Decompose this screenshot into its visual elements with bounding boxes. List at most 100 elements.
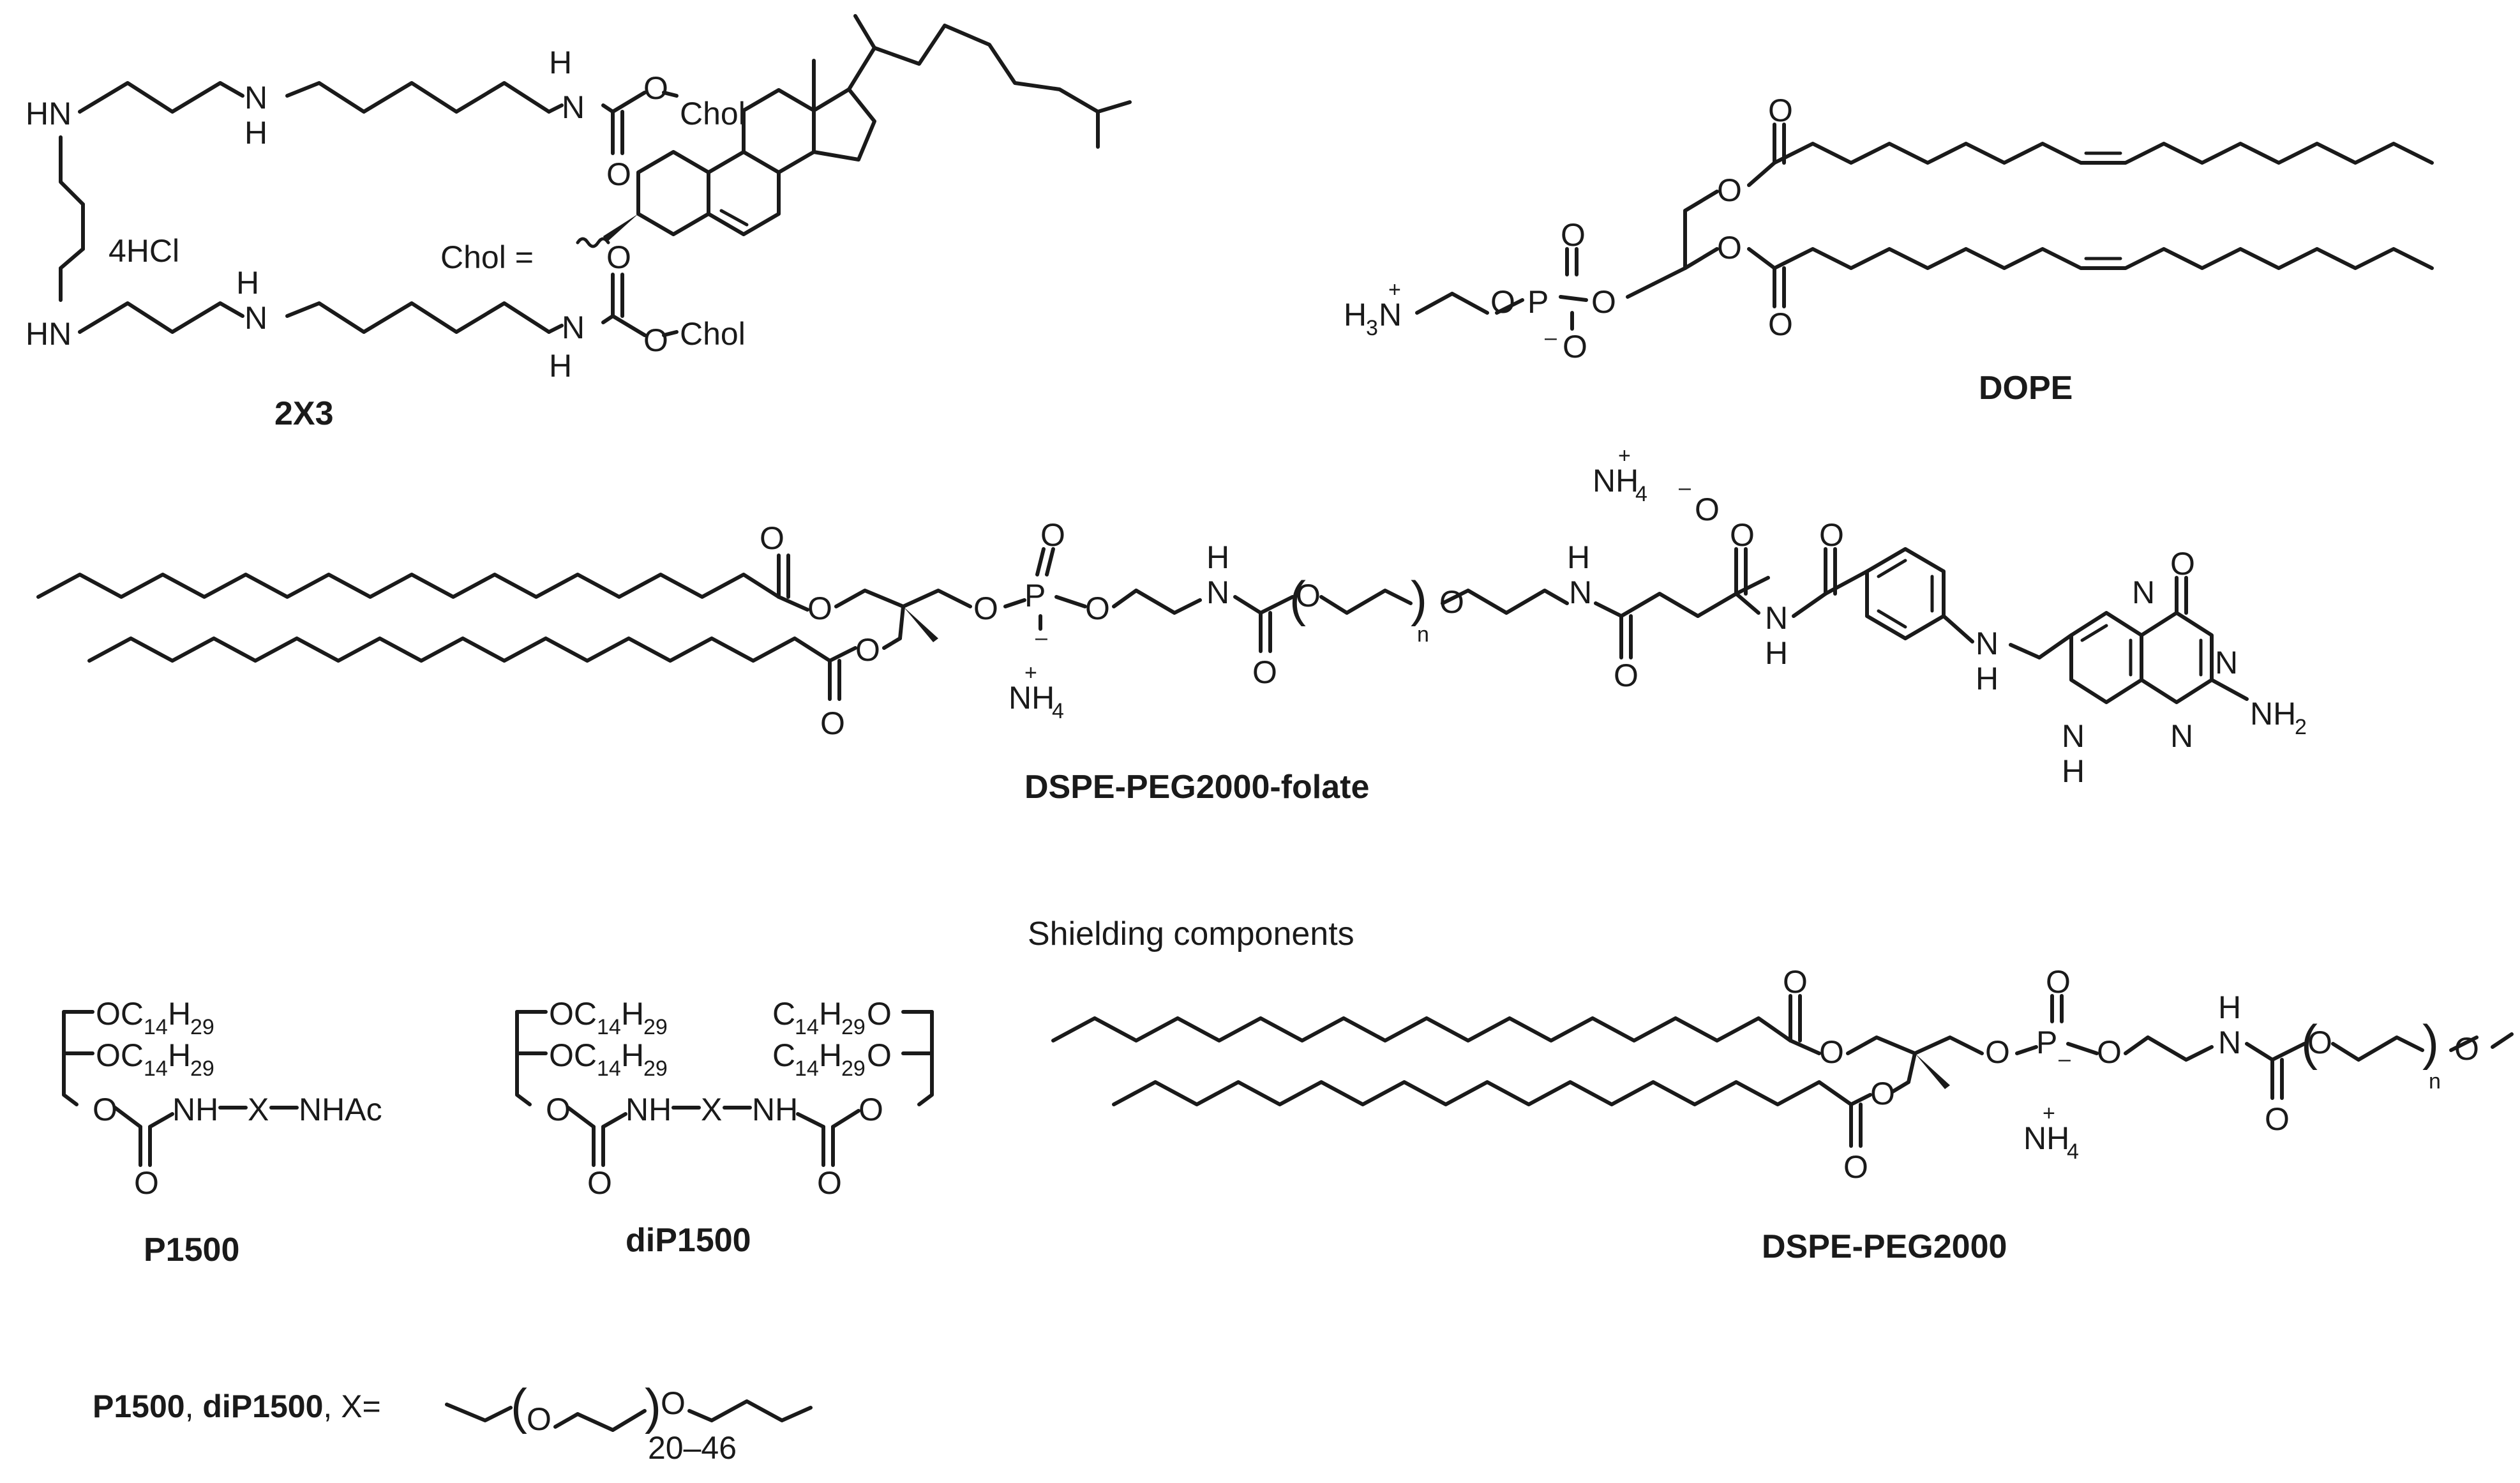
peg-p: P [2036, 1025, 2057, 1060]
x-def-p1500: P1500 [93, 1389, 185, 1424]
dip1500-c-3: C [772, 996, 795, 1032]
dip1500-h-2: H [621, 1037, 644, 1073]
folate-o-3: O [973, 591, 998, 626]
folate-acid-minus: – [1679, 476, 1691, 500]
label-dspe-peg2000-folate: DSPE-PEG2000-folate [1024, 769, 1369, 806]
dope-o-ester-2: O [1717, 230, 1742, 266]
2x3-n-carbamate-bottom: N [562, 310, 585, 345]
2x3-n-bottom: N [244, 300, 267, 336]
label-dope: DOPE [1979, 370, 2073, 407]
peg-n-index: n [2429, 1069, 2441, 1094]
folate-o-carbonyl-2: O [820, 705, 845, 741]
folate-n-carbamate: N [1206, 575, 1229, 610]
x-def-paren-open: ( [511, 1378, 527, 1434]
peg-o-carbonyl-1: O [1783, 964, 1808, 1000]
peg-o-3: O [1985, 1034, 2010, 1070]
folate-o-acid-minus: O [1695, 492, 1720, 527]
folate-n-pteridine-3: N [2170, 718, 2193, 754]
2x3-salt: 4HCl [109, 233, 179, 269]
folate-o-pteridine: O [2170, 546, 2195, 582]
2x3-h-bottom: H [236, 265, 259, 301]
2x3-chol-top: Chol [680, 96, 746, 132]
peg-o-ester-1: O [1819, 1034, 1844, 1070]
dope-p: P [1527, 284, 1549, 320]
folate-p: P [1024, 578, 1046, 614]
2x3-h-carbamate-bottom: H [549, 348, 572, 384]
dip1500-oc-1: OC [549, 996, 597, 1032]
p1500-h-2: H [168, 1037, 191, 1073]
compound-dip1500: OC 14 H 29 OC 14 H 29 C 14 H 29 O C 14 H… [515, 996, 934, 1259]
compound-dope: H 3 N + O P O O – O O O O O DOPE [1344, 93, 2434, 407]
dope-o-2: O [1591, 284, 1616, 320]
dope-o-carbonyl-2: O [1768, 306, 1793, 342]
2x3-n-carbamate-top: N [562, 89, 585, 125]
folate-n-amide-1: N [1569, 575, 1592, 610]
compound-cholesterol: Chol = [440, 14, 1132, 275]
dope-minus: – [1545, 326, 1557, 350]
label-p1500: P1500 [144, 1231, 239, 1268]
x-def-o-2: O [661, 1385, 686, 1421]
dip1500-c14-1: 14 [597, 1015, 621, 1039]
peg-o-ester-2: O [1870, 1076, 1895, 1111]
folate-nh4-1-sub: 4 [1052, 699, 1064, 723]
p1500-c14-1: 14 [144, 1015, 168, 1039]
p1500-c14-2: 14 [144, 1057, 168, 1081]
2x3-o-ester-top: O [643, 70, 668, 106]
p1500-o-carbamate: O [93, 1092, 117, 1127]
dip1500-o-carbamate-2: O [859, 1092, 883, 1127]
folate-nh4-2-sub: 4 [1635, 482, 1647, 506]
folate-nh4-1: NH [1009, 680, 1054, 716]
2x3-o-ester-bottom: O [643, 322, 668, 358]
p1500-h29-2: 29 [190, 1057, 214, 1081]
folate-p-o-double: O [1040, 517, 1065, 553]
dope-p-o-minus: O [1563, 329, 1587, 365]
dip1500-nh-1: NH [626, 1092, 671, 1127]
x-def-repeat-range: 20–46 [648, 1430, 737, 1466]
compound-2x3: HN N H H N O O Chol 4HCl HN H N N H O O … [26, 45, 746, 432]
peg-nh4: NH [2023, 1120, 2069, 1156]
dope-o-1: O [1490, 284, 1515, 320]
folate-o-amide-1: O [1614, 658, 1639, 693]
dope-h3n: H [1344, 297, 1367, 333]
2x3-o-carbonyl-top: O [606, 156, 631, 192]
folate-nh-pteridine: N [2062, 718, 2085, 754]
peg-p-minus: – [2059, 1047, 2071, 1071]
p1500-nh: NH [172, 1092, 218, 1127]
dip1500-h29-3: 29 [841, 1015, 866, 1039]
folate-nh2-sub: 2 [2295, 715, 2307, 739]
folate-o-amide-2: O [1819, 517, 1844, 553]
dip1500-c14-3: 14 [795, 1015, 819, 1039]
x-def-sep: , [185, 1389, 203, 1424]
x-def-suffix: , X= [323, 1389, 380, 1424]
label-2x3: 2X3 [274, 395, 334, 432]
p1500-oc-1: OC [96, 996, 144, 1032]
p1500-oc-2: OC [96, 1037, 144, 1073]
dip1500-o-carbamate-1: O [546, 1092, 571, 1127]
2x3-n-top: N [244, 80, 267, 116]
peg-p-o-double: O [2046, 964, 2071, 1000]
dip1500-o-3: O [867, 996, 892, 1032]
folate-nh4-2-plus: + [1618, 444, 1631, 468]
peg-n-carbamate: N [2218, 1025, 2241, 1060]
dip1500-c-4: C [772, 1037, 795, 1073]
shielding-components-heading: Shielding components [1028, 915, 1354, 952]
peg-o-carbamate: O [2265, 1101, 2290, 1137]
folate-nh4-1-plus: + [1024, 661, 1037, 685]
dip1500-h-3: H [819, 996, 842, 1032]
x-def-paren-close: ) [645, 1378, 661, 1434]
p1500-h29-1: 29 [190, 1015, 214, 1039]
dip1500-o-carbonyl-2: O [817, 1165, 842, 1201]
2x3-hn-bottom: HN [26, 316, 71, 352]
label-dspe-peg2000: DSPE-PEG2000 [1762, 1228, 2007, 1265]
folate-h-amide-1: H [1567, 539, 1590, 575]
folate-n-pteridine-1: N [2132, 575, 2155, 610]
dip1500-h29-4: 29 [841, 1057, 866, 1081]
folate-o-peg-1: O [1296, 578, 1321, 614]
folate-n-pteridine-2: N [2215, 645, 2238, 681]
folate-o-acid-double: O [1730, 517, 1755, 553]
2x3-h-top: H [244, 115, 267, 151]
folate-nh-amide-2: N [1765, 600, 1788, 636]
dip1500-o-4: O [867, 1037, 892, 1073]
